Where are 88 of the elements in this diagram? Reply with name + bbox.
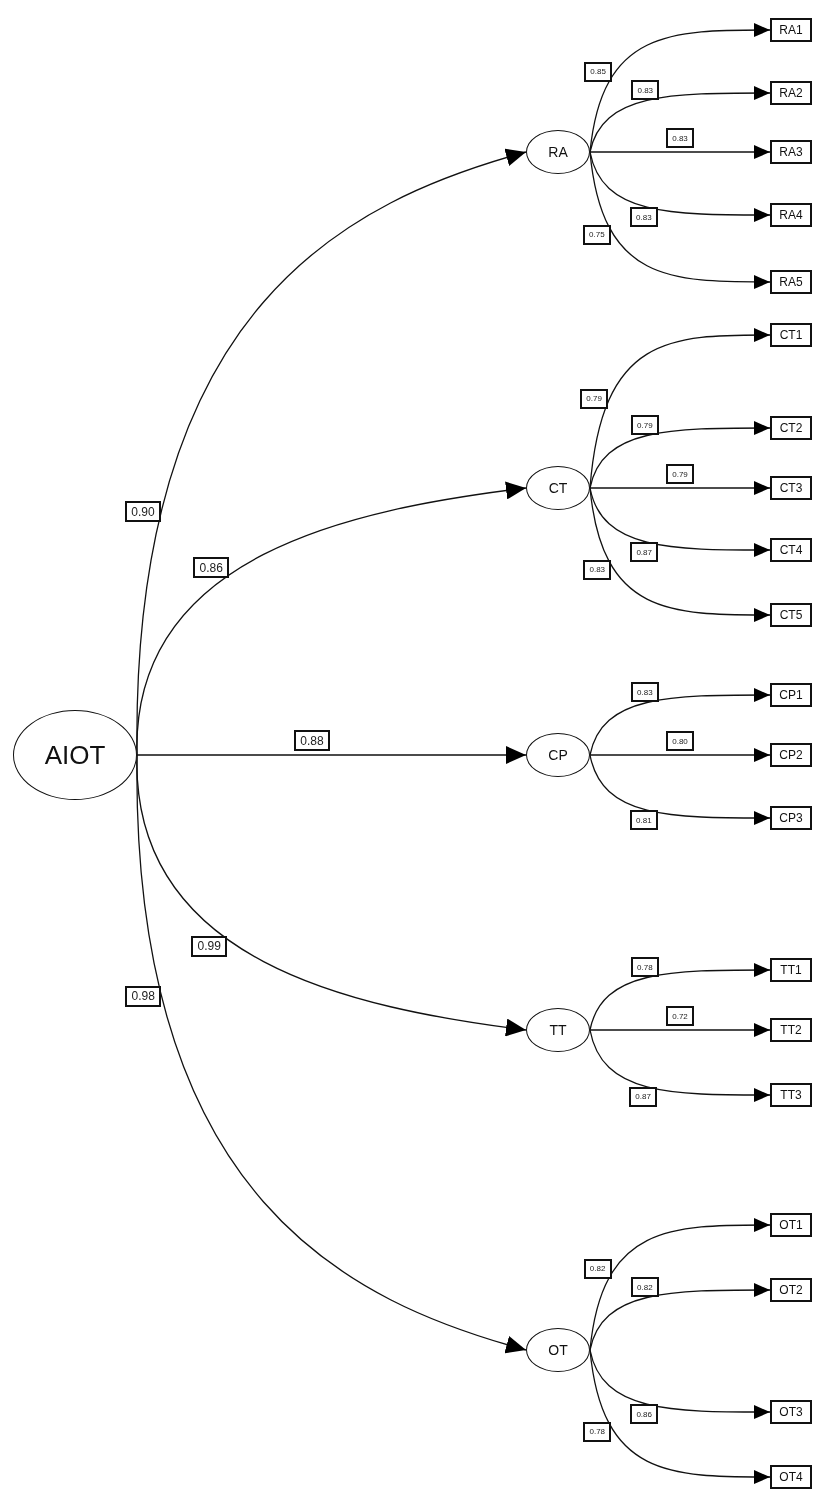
node-label: TT3 <box>780 1088 802 1102</box>
node-label: CT3 <box>779 481 803 495</box>
edge-label: 0.83 <box>583 559 612 580</box>
node-label: CT2 <box>779 421 803 435</box>
latent-variable-ellipse <box>526 1008 590 1052</box>
edge-label: 0.99 <box>191 935 228 957</box>
node-label: CP3 <box>779 811 803 825</box>
node-label: RA <box>548 144 568 160</box>
node-label: CT <box>548 480 568 496</box>
node-label: CP <box>548 747 568 763</box>
indicator-box <box>770 743 812 767</box>
edge-label: 0.79 <box>580 388 609 409</box>
edge-label: 0.80 <box>666 731 694 751</box>
arrow <box>589 754 771 825</box>
edge-label: 0.75 <box>582 224 611 245</box>
node-label: AIOT <box>44 739 106 771</box>
indicator-box <box>770 1465 812 1489</box>
indicator-box <box>770 958 812 982</box>
node-label: RA2 <box>779 86 803 100</box>
edge-label: 0.98 <box>125 985 162 1007</box>
edge-label: 0.86 <box>630 1404 659 1425</box>
indicator-box <box>770 683 812 707</box>
edge-label: 0.79 <box>630 415 659 436</box>
node-label: CP2 <box>779 748 803 762</box>
latent-variable-ellipse <box>526 1328 590 1372</box>
indicator-box <box>770 416 812 440</box>
edge-label: 0.81 <box>629 810 658 831</box>
arrow <box>589 1283 771 1351</box>
arrow <box>589 1023 771 1037</box>
edge-label: 0.83 <box>630 682 659 703</box>
arrow <box>589 1029 771 1102</box>
indicator-box <box>770 1018 812 1042</box>
edge-label: 0.87 <box>630 542 659 563</box>
latent-variable-ellipse <box>526 733 590 777</box>
node-label: RA1 <box>779 23 803 37</box>
arrow <box>589 688 771 756</box>
edge-label: 0.78 <box>583 1421 612 1442</box>
node-label: RA4 <box>779 208 803 222</box>
indicator-box <box>770 81 812 105</box>
indicator-box <box>770 1083 812 1107</box>
indicator-box <box>770 476 812 500</box>
edge-label: 0.79 <box>666 464 694 484</box>
arrow <box>589 481 771 495</box>
indicator-box <box>770 1400 812 1424</box>
edge-label: 0.87 <box>629 1086 658 1107</box>
indicator-box <box>770 270 812 294</box>
node-label: TT2 <box>780 1023 802 1037</box>
edge-label: 0.83 <box>629 207 658 228</box>
indicator-box <box>770 140 812 164</box>
node-label: RA3 <box>779 145 803 159</box>
node-label: TT <box>549 1022 567 1038</box>
node-label: OT2 <box>779 1283 803 1297</box>
node-label: CT4 <box>779 543 803 557</box>
indicator-box <box>770 1278 812 1302</box>
edge-label: 0.85 <box>584 61 613 82</box>
edge-label: 0.82 <box>583 1258 612 1279</box>
arrow <box>589 145 771 159</box>
arrow <box>589 421 771 489</box>
node-label: CT5 <box>779 608 803 622</box>
edge-label: 0.86 <box>193 557 230 579</box>
edge-label: 0.83 <box>666 128 694 148</box>
node-label: RA5 <box>779 275 803 289</box>
edge-label: 0.83 <box>631 80 660 101</box>
node-label: OT3 <box>779 1405 803 1419</box>
arrow <box>589 86 771 153</box>
edge-label: 0.78 <box>630 957 659 978</box>
edge-label: 0.72 <box>666 1006 694 1026</box>
arrow <box>589 748 771 762</box>
node-label: OT <box>548 1342 568 1358</box>
indicator-box <box>770 18 812 42</box>
indicator-box <box>770 538 812 562</box>
latent-variable-ellipse <box>526 130 590 174</box>
arrow <box>589 963 771 1031</box>
node-label: OT1 <box>779 1218 803 1232</box>
node-label: TT1 <box>780 963 802 977</box>
node-label: CT1 <box>779 328 803 342</box>
edge-label: 0.82 <box>630 1277 659 1298</box>
node-label: CP1 <box>779 688 803 702</box>
indicator-box <box>770 323 812 347</box>
node-label: OT4 <box>779 1470 803 1484</box>
edge-label: 0.90 <box>125 501 162 523</box>
edge-label: 0.88 <box>293 730 330 751</box>
indicator-box <box>770 1213 812 1237</box>
indicator-box <box>770 806 812 830</box>
indicator-box <box>770 603 812 627</box>
latent-variable-ellipse <box>526 466 590 510</box>
indicator-box <box>770 203 812 227</box>
arrow <box>136 746 527 764</box>
